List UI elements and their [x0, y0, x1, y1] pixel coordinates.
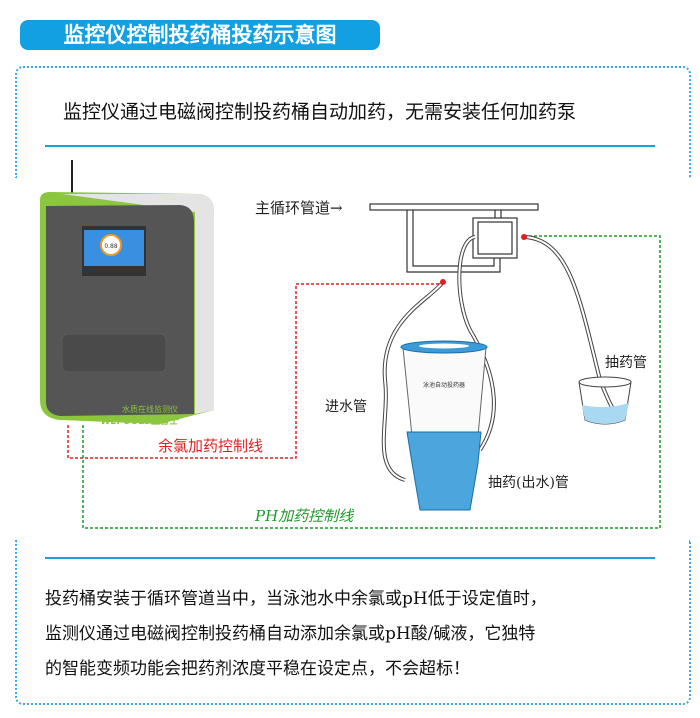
device-brand: WEPOOLS卫普士	[101, 416, 179, 427]
main-pipe	[369, 203, 539, 273]
description-line: 的智能变频功能会把药剂浓度平稳在设定点，不会超标！	[45, 659, 470, 679]
description-line: 监测仪通过电磁阀控制投药桶自动添加余氯或pH酸/碱液，它独特	[45, 624, 536, 644]
page-title: 监控仪控制投药桶投药示意图	[20, 20, 380, 50]
device-name: 水质在线监测仪	[122, 404, 178, 414]
description-box	[15, 540, 691, 705]
screen-value: 0.88	[104, 243, 118, 250]
description: 投药桶安装于循环管道当中，当泳池水中余氯或pH低于设定值时， 监测仪通过电磁阀控…	[45, 582, 547, 687]
bucket-label: 泳池自动投药器	[423, 381, 465, 389]
divider-top	[45, 145, 655, 147]
dosing-bucket: 泳池自动投药器	[400, 340, 488, 511]
intro-box	[15, 66, 691, 178]
description-line: 投药桶安装于循环管道当中，当泳池水中余氯或pH低于设定值时，	[45, 589, 547, 609]
chemical-cup	[578, 376, 632, 425]
main-pipe-label: 主循环管道→	[255, 199, 343, 217]
intro-text: 监控仪通过电磁阀控制投药桶自动加药，无需安装任何加药泵	[63, 101, 577, 123]
outlet-pipe-label: 抽药(出水)管	[488, 475, 569, 491]
suction-pipe-label: 抽药管	[605, 355, 647, 371]
inlet-pipe-label: 进水管	[325, 399, 367, 415]
monitor-device: 0.88 水质在线监测仪 WEPOOLS卫普士	[40, 160, 214, 427]
divider-bottom	[45, 557, 655, 559]
ph-control-line	[82, 235, 661, 529]
chlorine-line-label: 余氯加药控制线	[158, 437, 263, 455]
chlorine-control-line	[67, 283, 442, 459]
ph-line-label: PH加药控制线	[254, 507, 355, 525]
